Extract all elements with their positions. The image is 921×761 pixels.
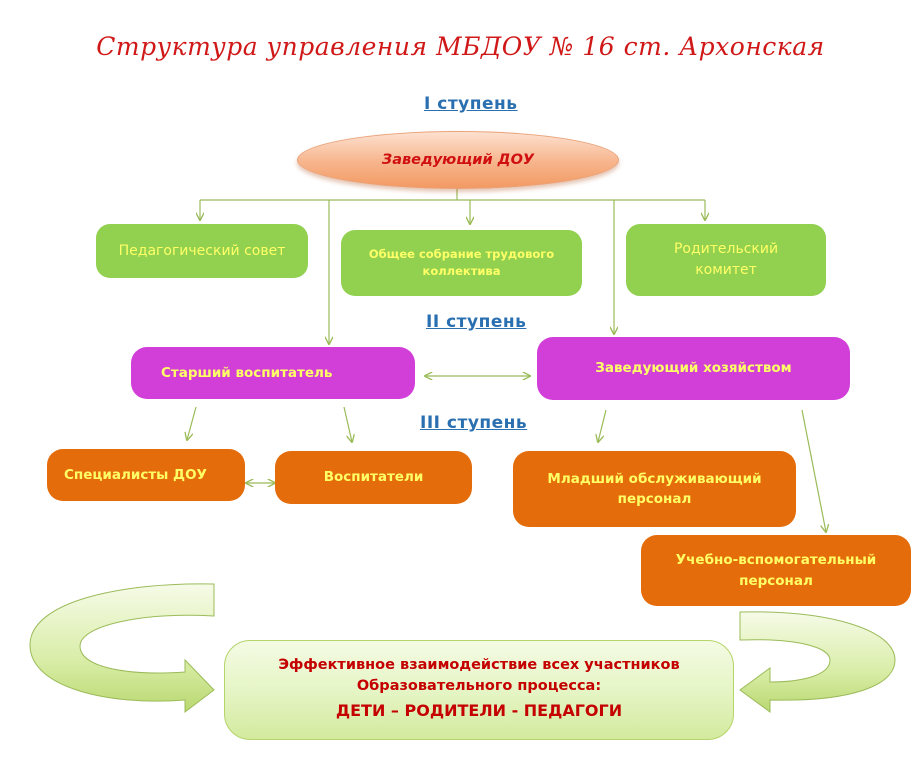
- senior-educator-node: Старший воспитатель: [131, 347, 415, 399]
- parent-committee-label-line2: комитет: [695, 262, 757, 278]
- summary-line-2: Образовательного процесса:: [356, 678, 602, 694]
- arrow-to-support-staff: [801, 409, 826, 532]
- support-staff-label-line1: Учебно-вспомогательный: [675, 552, 877, 569]
- support-staff-label-line2: персонал: [739, 572, 813, 589]
- summary-line-3: ДЕТИ – РОДИТЕЛИ - ПЕДАГОГИ: [335, 701, 623, 720]
- arrow-to-specialists: [187, 406, 197, 440]
- arrow-to-junior-staff: [598, 409, 607, 442]
- parent-committee-label-line1: Родительский: [673, 241, 779, 257]
- head-node: Заведующий ДОУ: [297, 131, 619, 189]
- summary-line-1: Эффективное взаимодействие всех участник…: [278, 657, 680, 673]
- supply-manager-node: Заведующий хозяйством: [537, 337, 850, 400]
- ped-council-node: Педагогический совет: [96, 224, 308, 278]
- arrow-to-educators: [343, 406, 352, 442]
- page-title: Структура управления МБДОУ № 16 ст. Архо…: [96, 32, 825, 61]
- level-3-label: III ступень: [420, 413, 528, 433]
- junior-staff-node: Младший обслуживающий персонал: [513, 451, 796, 527]
- interaction-summary-box: Эффективное взаимодействие всех участник…: [224, 640, 734, 740]
- general-meeting-label-line1: Общее собрание трудового: [368, 246, 555, 261]
- educators-node: Воспитатели: [275, 451, 472, 504]
- support-staff-node: Учебно-вспомогательный персонал: [641, 535, 911, 606]
- ped-council-label: Педагогический совет: [118, 242, 286, 259]
- specialists-label: Специалисты ДОУ: [64, 466, 207, 483]
- junior-staff-label-line2: персонал: [617, 491, 692, 507]
- right-curved-arrow-icon: [739, 611, 896, 713]
- head-node-label: Заведующий ДОУ: [381, 152, 535, 168]
- general-meeting-node: Общее собрание трудового коллектива: [341, 230, 582, 296]
- level-2-label: II ступень: [426, 312, 527, 332]
- junior-staff-label-line1: Младший обслуживающий: [547, 470, 762, 487]
- supply-manager-label: Заведующий хозяйством: [595, 360, 792, 377]
- general-meeting-label-line2: коллектива: [422, 264, 501, 278]
- specialists-node: Специалисты ДОУ: [47, 449, 245, 501]
- educators-label: Воспитатели: [323, 469, 424, 486]
- senior-educator-label: Старший воспитатель: [161, 364, 333, 381]
- level-1-label: I ступень: [424, 94, 518, 114]
- parent-committee-node: Родительский комитет: [626, 224, 826, 296]
- left-curved-arrow-icon: [29, 583, 215, 714]
